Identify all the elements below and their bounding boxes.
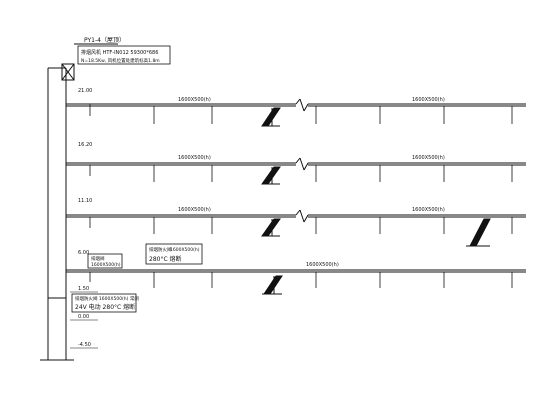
valve-note-upper-line1: 排烟防火阀 (149, 246, 172, 253)
riser-shaft (40, 67, 74, 361)
valve-note-lower: 排烟防火阀 1600X500(h) 常闭 24V 电动 280°C 熔断 (71, 293, 139, 313)
floor-11-outlets (89, 217, 513, 234)
floor-21-duct-label-2: 1600X500(h) (412, 97, 445, 103)
roof-tag: PY1-4（屋顶） (74, 37, 125, 45)
elevation-0-00: 0.00 (78, 314, 89, 320)
elevation-1-50: 1.50 (78, 286, 89, 292)
elevation-minus-4-50: -4.50 (78, 342, 91, 348)
floor-6-duct-label-1: 1600X500(h) (306, 262, 339, 268)
floor-16-outlets (89, 165, 513, 182)
floor-16-duct (66, 157, 526, 185)
valve-note-small: 排烟阀 1600X500(h) (87, 253, 123, 269)
fan-note-line1: 排烟风机 HTF-IN012 59300*686 (81, 49, 158, 56)
fan-note-line2: N=18.5Kw, 风机位置处建筑标高1.8m (81, 57, 160, 64)
floor-16-duct-label-2: 1600X500(h) (412, 155, 445, 161)
valve-note-lower-line2: 24V 电动 280°C 熔断 (75, 303, 135, 311)
floor-21-duct-label-1: 1600X500(h) (178, 97, 211, 103)
fan-note: 排烟风机 HTF-IN012 59300*686 N=18.5Kw, 风机位置处… (77, 45, 171, 65)
floor-11-duct-label-2: 1600X500(h) (412, 207, 445, 213)
fan-icon (61, 63, 75, 81)
floor-6-elevation: 6.00 (78, 250, 89, 256)
floor-16-duct-label-1: 1600X500(h) (178, 155, 211, 161)
valve-note-upper: 排烟防火阀 1600X500(h) 280°C 熔断 (145, 243, 203, 265)
valve-note-small-line1: 排烟阀 (91, 255, 105, 262)
valve-note-upper-line2: 1600X500(h) (170, 247, 200, 253)
floor-16-elevation: 16.20 (78, 142, 92, 148)
floor-21-duct (66, 98, 526, 127)
roof-tag-text: PY1-4（屋顶） (84, 37, 125, 44)
floor-11-elevation: 11.10 (78, 198, 92, 204)
floor-21-elevation: 21.00 (78, 88, 92, 94)
elevation-lines (70, 291, 98, 349)
floor-6-outlets (89, 272, 513, 288)
valve-note-lower-line1: 排烟防火阀 1600X500(h) 常闭 (75, 295, 139, 302)
floor-11-duct (66, 209, 526, 247)
floor-6-duct (66, 269, 526, 295)
floor-21-outlets (89, 104, 513, 124)
floor-11-duct-label-1: 1600X500(h) (178, 207, 211, 213)
valve-note-small-line2: 1600X500(h) (91, 262, 121, 268)
valve-note-upper-line3: 280°C 熔断 (149, 255, 182, 263)
